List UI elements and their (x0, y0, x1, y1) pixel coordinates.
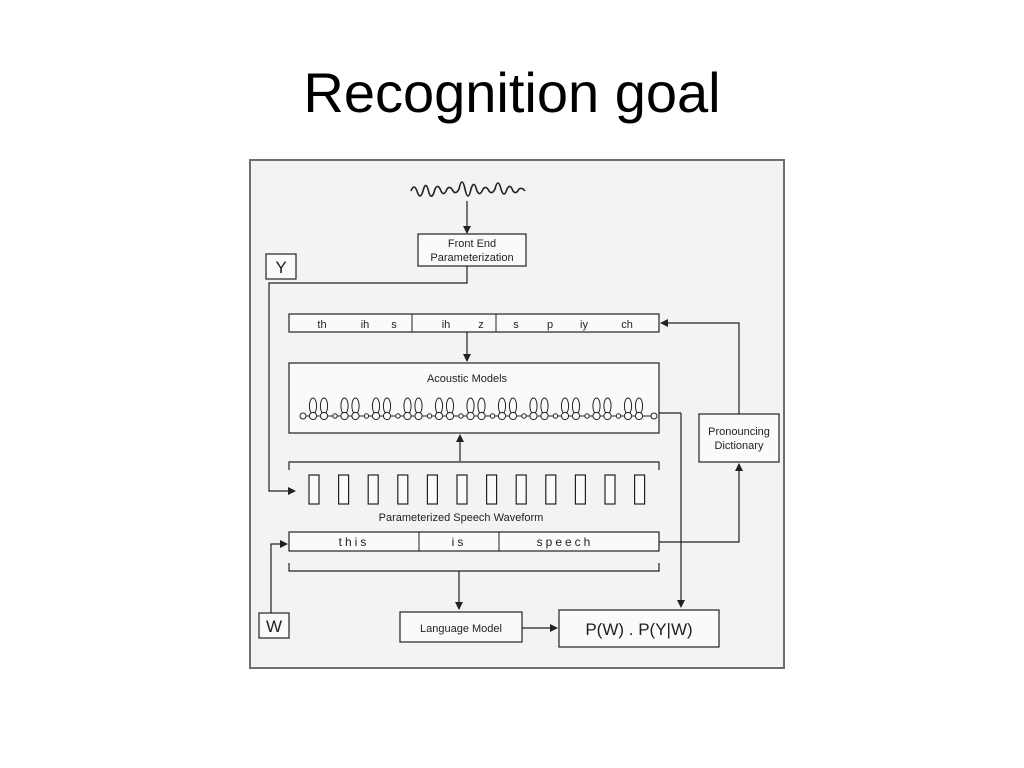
speech-signal (410, 181, 526, 197)
probability-box (558, 609, 720, 648)
waveform-frame (634, 474, 646, 505)
hmm-state (340, 411, 349, 421)
hmm-state (382, 411, 392, 421)
hmm-start-state (299, 412, 307, 420)
y-label: Y (275, 258, 286, 277)
word-3: speech (537, 535, 594, 549)
word-2: is (452, 535, 467, 549)
phoneme-labels: th ih s ih z s p iy ch (317, 319, 632, 331)
waveform-frame (308, 474, 320, 505)
hmm-state (497, 411, 507, 421)
waveform-frame (337, 474, 350, 505)
hmm-state (623, 411, 633, 421)
hmm-link-state (552, 413, 559, 419)
hmm-state-chain (299, 397, 658, 421)
hmm-state (371, 411, 381, 421)
speech-recognition-diagram: Front End Parameterization Y th ih s ih … (249, 159, 785, 669)
phoneme-8: iy (580, 319, 588, 331)
phoneme-2: ih (361, 319, 370, 331)
front-end-label-1: Front End (448, 238, 496, 250)
hmm-link-state (458, 413, 464, 419)
language-model-box (399, 611, 523, 643)
hmm-state (592, 411, 601, 421)
hmm-state (308, 411, 318, 421)
hmm-state (560, 411, 570, 421)
hmm-state (508, 411, 518, 421)
hmm-link-state (426, 413, 433, 419)
acoustic-models-label: Acoustic Models (427, 373, 508, 385)
hmm-link-state (584, 413, 590, 419)
language-model-label: Language Model (420, 623, 502, 635)
pronouncing-dictionary-label-2: Dictionary (715, 440, 764, 452)
phoneme-strip (288, 313, 660, 333)
word-1: this (339, 535, 370, 549)
phoneme-7: p (547, 319, 553, 331)
waveform-frame (426, 474, 438, 505)
phoneme-6: s (513, 319, 519, 331)
phoneme-9: ch (621, 319, 633, 331)
hmm-state (603, 411, 612, 421)
waveform-frame (515, 474, 527, 505)
waveform-frame (456, 474, 468, 505)
waveform-label: Parameterized Speech Waveform (379, 512, 544, 524)
hmm-link-state (332, 413, 338, 419)
pronouncing-dictionary-box (698, 413, 780, 463)
pronouncing-dictionary-label-1: Pronouncing (708, 426, 770, 438)
hmm-state (434, 411, 444, 421)
waveform-frames (308, 474, 646, 505)
waveform-frame (604, 474, 616, 505)
phoneme-3: s (391, 319, 397, 331)
waveform-frame (367, 474, 379, 505)
hmm-state (319, 411, 329, 421)
hmm-state (403, 411, 412, 421)
waveform-frame (574, 474, 586, 505)
phoneme-1: th (317, 319, 326, 331)
waveform-frame (486, 474, 498, 505)
hmm-link-state (395, 413, 401, 419)
hmm-state (414, 411, 423, 421)
phoneme-4: ih (442, 319, 451, 331)
phoneme-5: z (478, 319, 484, 331)
hmm-link-state (521, 413, 527, 419)
front-end-box (417, 233, 527, 267)
y-box (265, 253, 297, 280)
hmm-state (466, 411, 475, 421)
hmm-state (477, 411, 486, 421)
hmm-link-state (615, 413, 622, 419)
w-label: W (266, 617, 282, 636)
hmm-end-state (650, 412, 658, 420)
waveform-frame (545, 474, 557, 505)
hmm-state (634, 411, 644, 421)
probability-formula: P(W) . P(Y|W) (585, 620, 692, 639)
hmm-state (351, 411, 360, 421)
slide-title: Recognition goal (303, 61, 721, 124)
w-box (258, 612, 290, 639)
hmm-state (540, 411, 549, 421)
front-end-label-2: Parameterization (430, 252, 513, 264)
hmm-state (445, 411, 455, 421)
hmm-link-state (363, 413, 370, 419)
hmm-state (571, 411, 581, 421)
waveform-frame (397, 474, 409, 505)
hmm-link-state (489, 413, 496, 419)
hmm-state (529, 411, 538, 421)
